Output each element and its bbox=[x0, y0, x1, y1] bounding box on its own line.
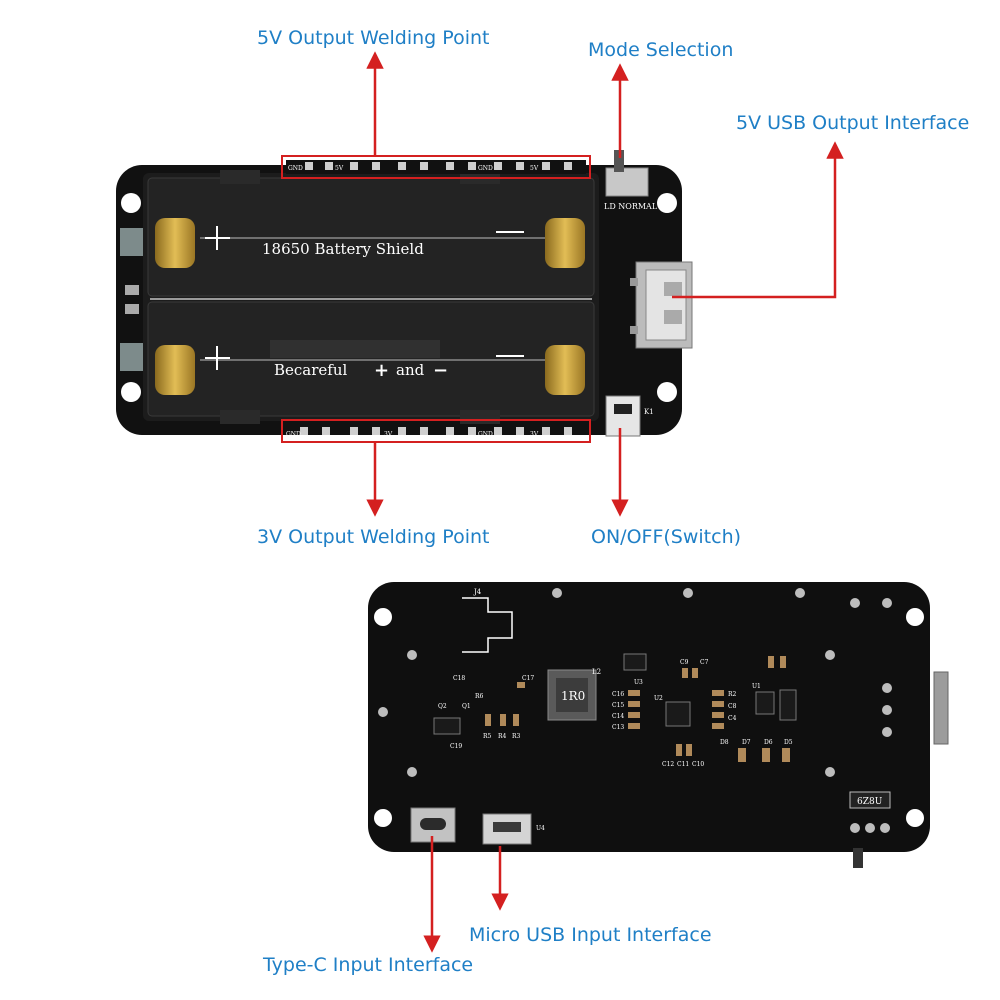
back-pcb bbox=[368, 582, 930, 852]
bottom-pad-row: GND 3V GND 3V bbox=[286, 427, 572, 438]
mount-hole bbox=[374, 809, 392, 827]
mode-switch: LD NORMAL bbox=[604, 150, 658, 211]
pin-label: 5V bbox=[335, 165, 344, 172]
pin-label: GND bbox=[286, 431, 301, 438]
on-off-switch: K1 bbox=[605, 395, 654, 437]
back-label: D8 bbox=[720, 739, 729, 746]
switch-silkscreen: K1 bbox=[644, 408, 654, 416]
label-3v-output-welding: 3V Output Welding Point bbox=[257, 526, 490, 548]
back-label: Q1 bbox=[462, 703, 471, 710]
arrow-usb-output bbox=[672, 141, 844, 299]
mount-hole bbox=[121, 382, 141, 402]
pin-label: GND bbox=[478, 431, 493, 438]
battery-terminal bbox=[155, 218, 195, 268]
back-label: R3 bbox=[512, 733, 521, 740]
back-label: C15 bbox=[612, 702, 624, 709]
pin-label: 3V bbox=[530, 431, 539, 438]
label-type-c-input: Type-C Input Interface bbox=[263, 954, 474, 976]
back-label: C10 bbox=[692, 761, 704, 768]
back-label: Q2 bbox=[438, 703, 447, 710]
back-label: D5 bbox=[784, 739, 793, 746]
pin-label: GND bbox=[288, 165, 303, 172]
back-label: C19 bbox=[450, 743, 462, 750]
pin-label: 3V bbox=[384, 431, 393, 438]
label-on-off-switch: ON/OFF(Switch) bbox=[591, 526, 742, 548]
label-5v-output-welding: 5V Output Welding Point bbox=[257, 27, 490, 49]
back-label: C8 bbox=[728, 703, 737, 710]
back-label: L2 bbox=[592, 668, 601, 676]
usb-port-edge bbox=[933, 671, 949, 745]
usb-output-port bbox=[630, 261, 693, 349]
callout-arrows bbox=[366, 51, 844, 953]
inductor: 1R0 L2 bbox=[547, 668, 601, 721]
back-label: C16 bbox=[612, 691, 624, 698]
battery-terminal bbox=[545, 218, 585, 268]
mount-hole bbox=[906, 608, 924, 626]
silkscreen-plus: + bbox=[374, 360, 389, 381]
micro-usb-port: U4 bbox=[482, 813, 545, 845]
label-usb-output: 5V USB Output Interface bbox=[736, 112, 970, 134]
back-label: D7 bbox=[742, 739, 751, 746]
battery-terminal bbox=[545, 345, 585, 395]
battery-terminal bbox=[155, 345, 195, 395]
back-label: C12 bbox=[662, 761, 674, 768]
silkscreen-and: and bbox=[396, 361, 425, 379]
back-label: R4 bbox=[498, 733, 507, 740]
back-label: U1 bbox=[752, 683, 761, 690]
back-label: C11 bbox=[677, 761, 689, 768]
battery-holder: 18650 Battery Shield Becareful + and − bbox=[143, 170, 599, 424]
mount-hole bbox=[374, 608, 392, 626]
front-board: 18650 Battery Shield Becareful + and − G… bbox=[116, 150, 693, 443]
back-label: C9 bbox=[680, 659, 689, 666]
back-label: J4 bbox=[473, 588, 482, 596]
back-label: C7 bbox=[700, 659, 709, 666]
label-micro-usb-input: Micro USB Input Interface bbox=[469, 924, 712, 946]
back-label: C17 bbox=[522, 675, 534, 682]
mount-hole bbox=[657, 382, 677, 402]
back-label: C4 bbox=[728, 715, 737, 722]
pin-label: GND bbox=[478, 165, 493, 172]
back-label: R2 bbox=[728, 691, 737, 698]
top-welding-box bbox=[281, 155, 591, 179]
back-label: R5 bbox=[483, 733, 492, 740]
top-pad-row: GND 5V GND 5V bbox=[286, 160, 586, 174]
back-chip: 6Z8U bbox=[849, 791, 891, 809]
back-label: D6 bbox=[764, 739, 773, 746]
mount-hole bbox=[906, 809, 924, 827]
back-chip-label: 6Z8U bbox=[857, 797, 883, 807]
back-label: C13 bbox=[612, 724, 624, 731]
back-board: J4 1R0 L2 C18 C17 R6 Q2 bbox=[368, 582, 949, 868]
label-mode-selection: Mode Selection bbox=[588, 39, 734, 61]
pin-label: 5V bbox=[530, 165, 539, 172]
silkscreen-line2: Becareful bbox=[274, 361, 348, 379]
switch-lever bbox=[853, 848, 863, 868]
mount-hole bbox=[657, 193, 677, 213]
back-label: C18 bbox=[453, 675, 465, 682]
back-label: C14 bbox=[612, 713, 624, 720]
back-label: U4 bbox=[536, 825, 545, 832]
back-label: R6 bbox=[475, 693, 484, 700]
silkscreen-minus: − bbox=[433, 360, 448, 381]
back-label: U2 bbox=[654, 695, 663, 702]
back-label: U3 bbox=[634, 679, 643, 686]
silkscreen-line1: 18650 Battery Shield bbox=[262, 240, 424, 258]
mode-silkscreen: LD NORMAL bbox=[604, 202, 658, 211]
bottom-welding-box bbox=[281, 419, 591, 443]
mount-hole bbox=[121, 193, 141, 213]
inductor-label: 1R0 bbox=[561, 689, 585, 703]
